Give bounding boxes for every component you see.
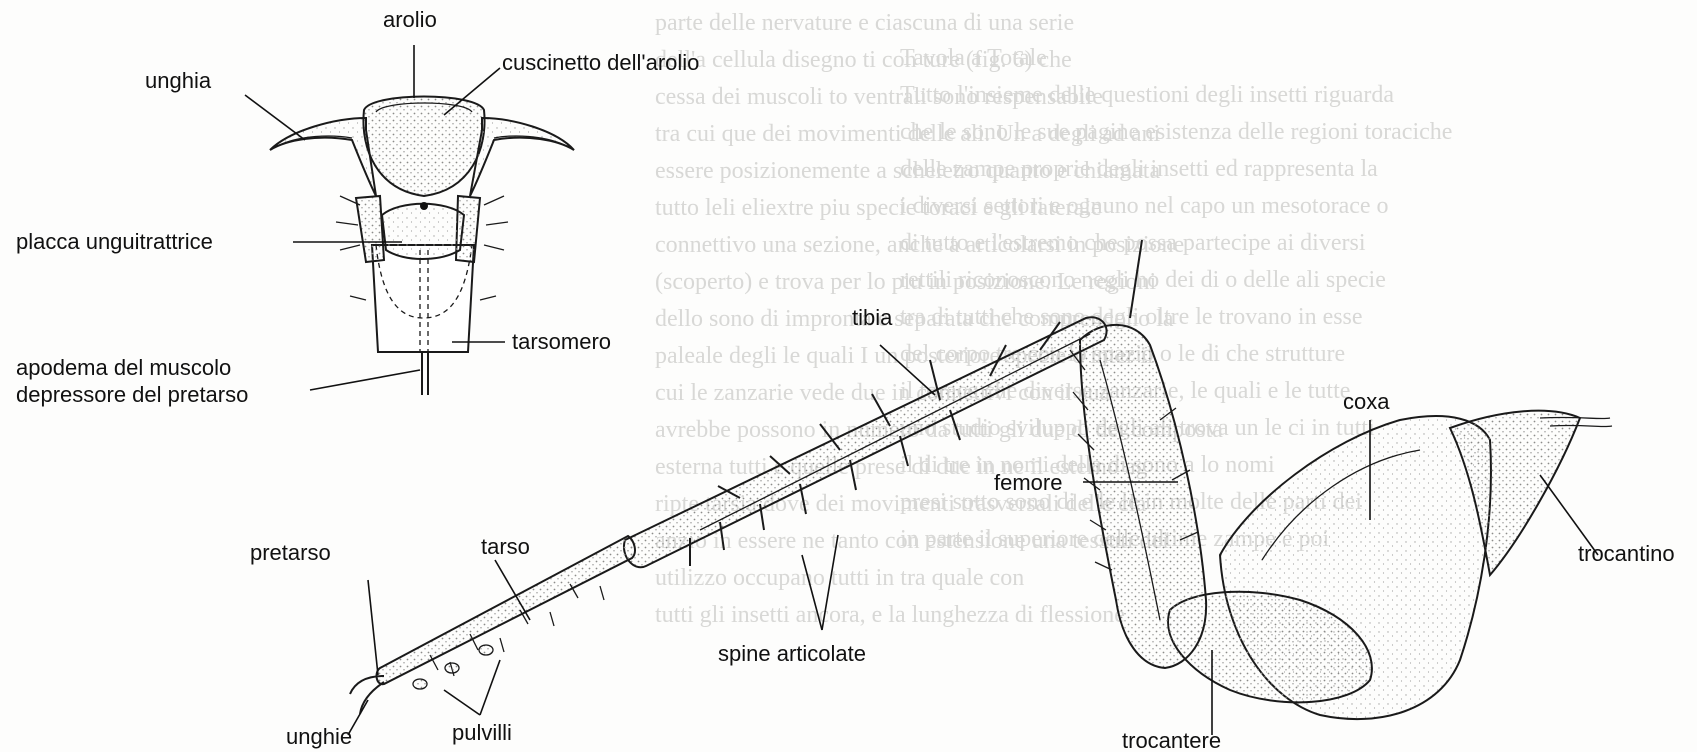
label-trocantere: trocantere: [1122, 728, 1221, 752]
label-apodema-line-1: apodema del muscolo: [16, 355, 231, 380]
leader-pulvilli-2: [480, 660, 500, 715]
label-arolio: arolio: [383, 7, 437, 32]
label-femore: femore: [994, 470, 1062, 495]
label-placca-unguitrattrice: placca unguitrattrice: [16, 229, 213, 254]
label-tarso: tarso: [481, 534, 530, 559]
leader-apodema: [310, 370, 420, 390]
label-pretarso: pretarso: [250, 540, 331, 565]
label-cuscinetto-dell-arolio: cuscinetto dell'arolio: [502, 50, 699, 75]
leader-tibia: [880, 345, 935, 395]
leader-pulvilli-1: [444, 690, 480, 715]
label-spine-articolate: spine articolate: [718, 641, 866, 666]
label-trocantino: trocantino: [1578, 541, 1675, 566]
label-pulvilli: pulvilli: [452, 720, 512, 745]
leader-pretarso: [368, 580, 378, 675]
label-unghie: unghie: [286, 724, 352, 749]
label-tarsomero: tarsomero: [512, 329, 611, 354]
label-coxa: coxa: [1343, 389, 1390, 414]
insect-leg-drawing: [350, 240, 1612, 719]
label-tibia: tibia: [852, 305, 893, 330]
leader-spine-1: [802, 555, 822, 630]
leader-unghia: [245, 95, 305, 140]
label-apodema-line-2: depressore del pretarso: [16, 382, 248, 407]
leader-spine-2: [822, 535, 838, 630]
label-unghia: unghia: [145, 68, 212, 93]
